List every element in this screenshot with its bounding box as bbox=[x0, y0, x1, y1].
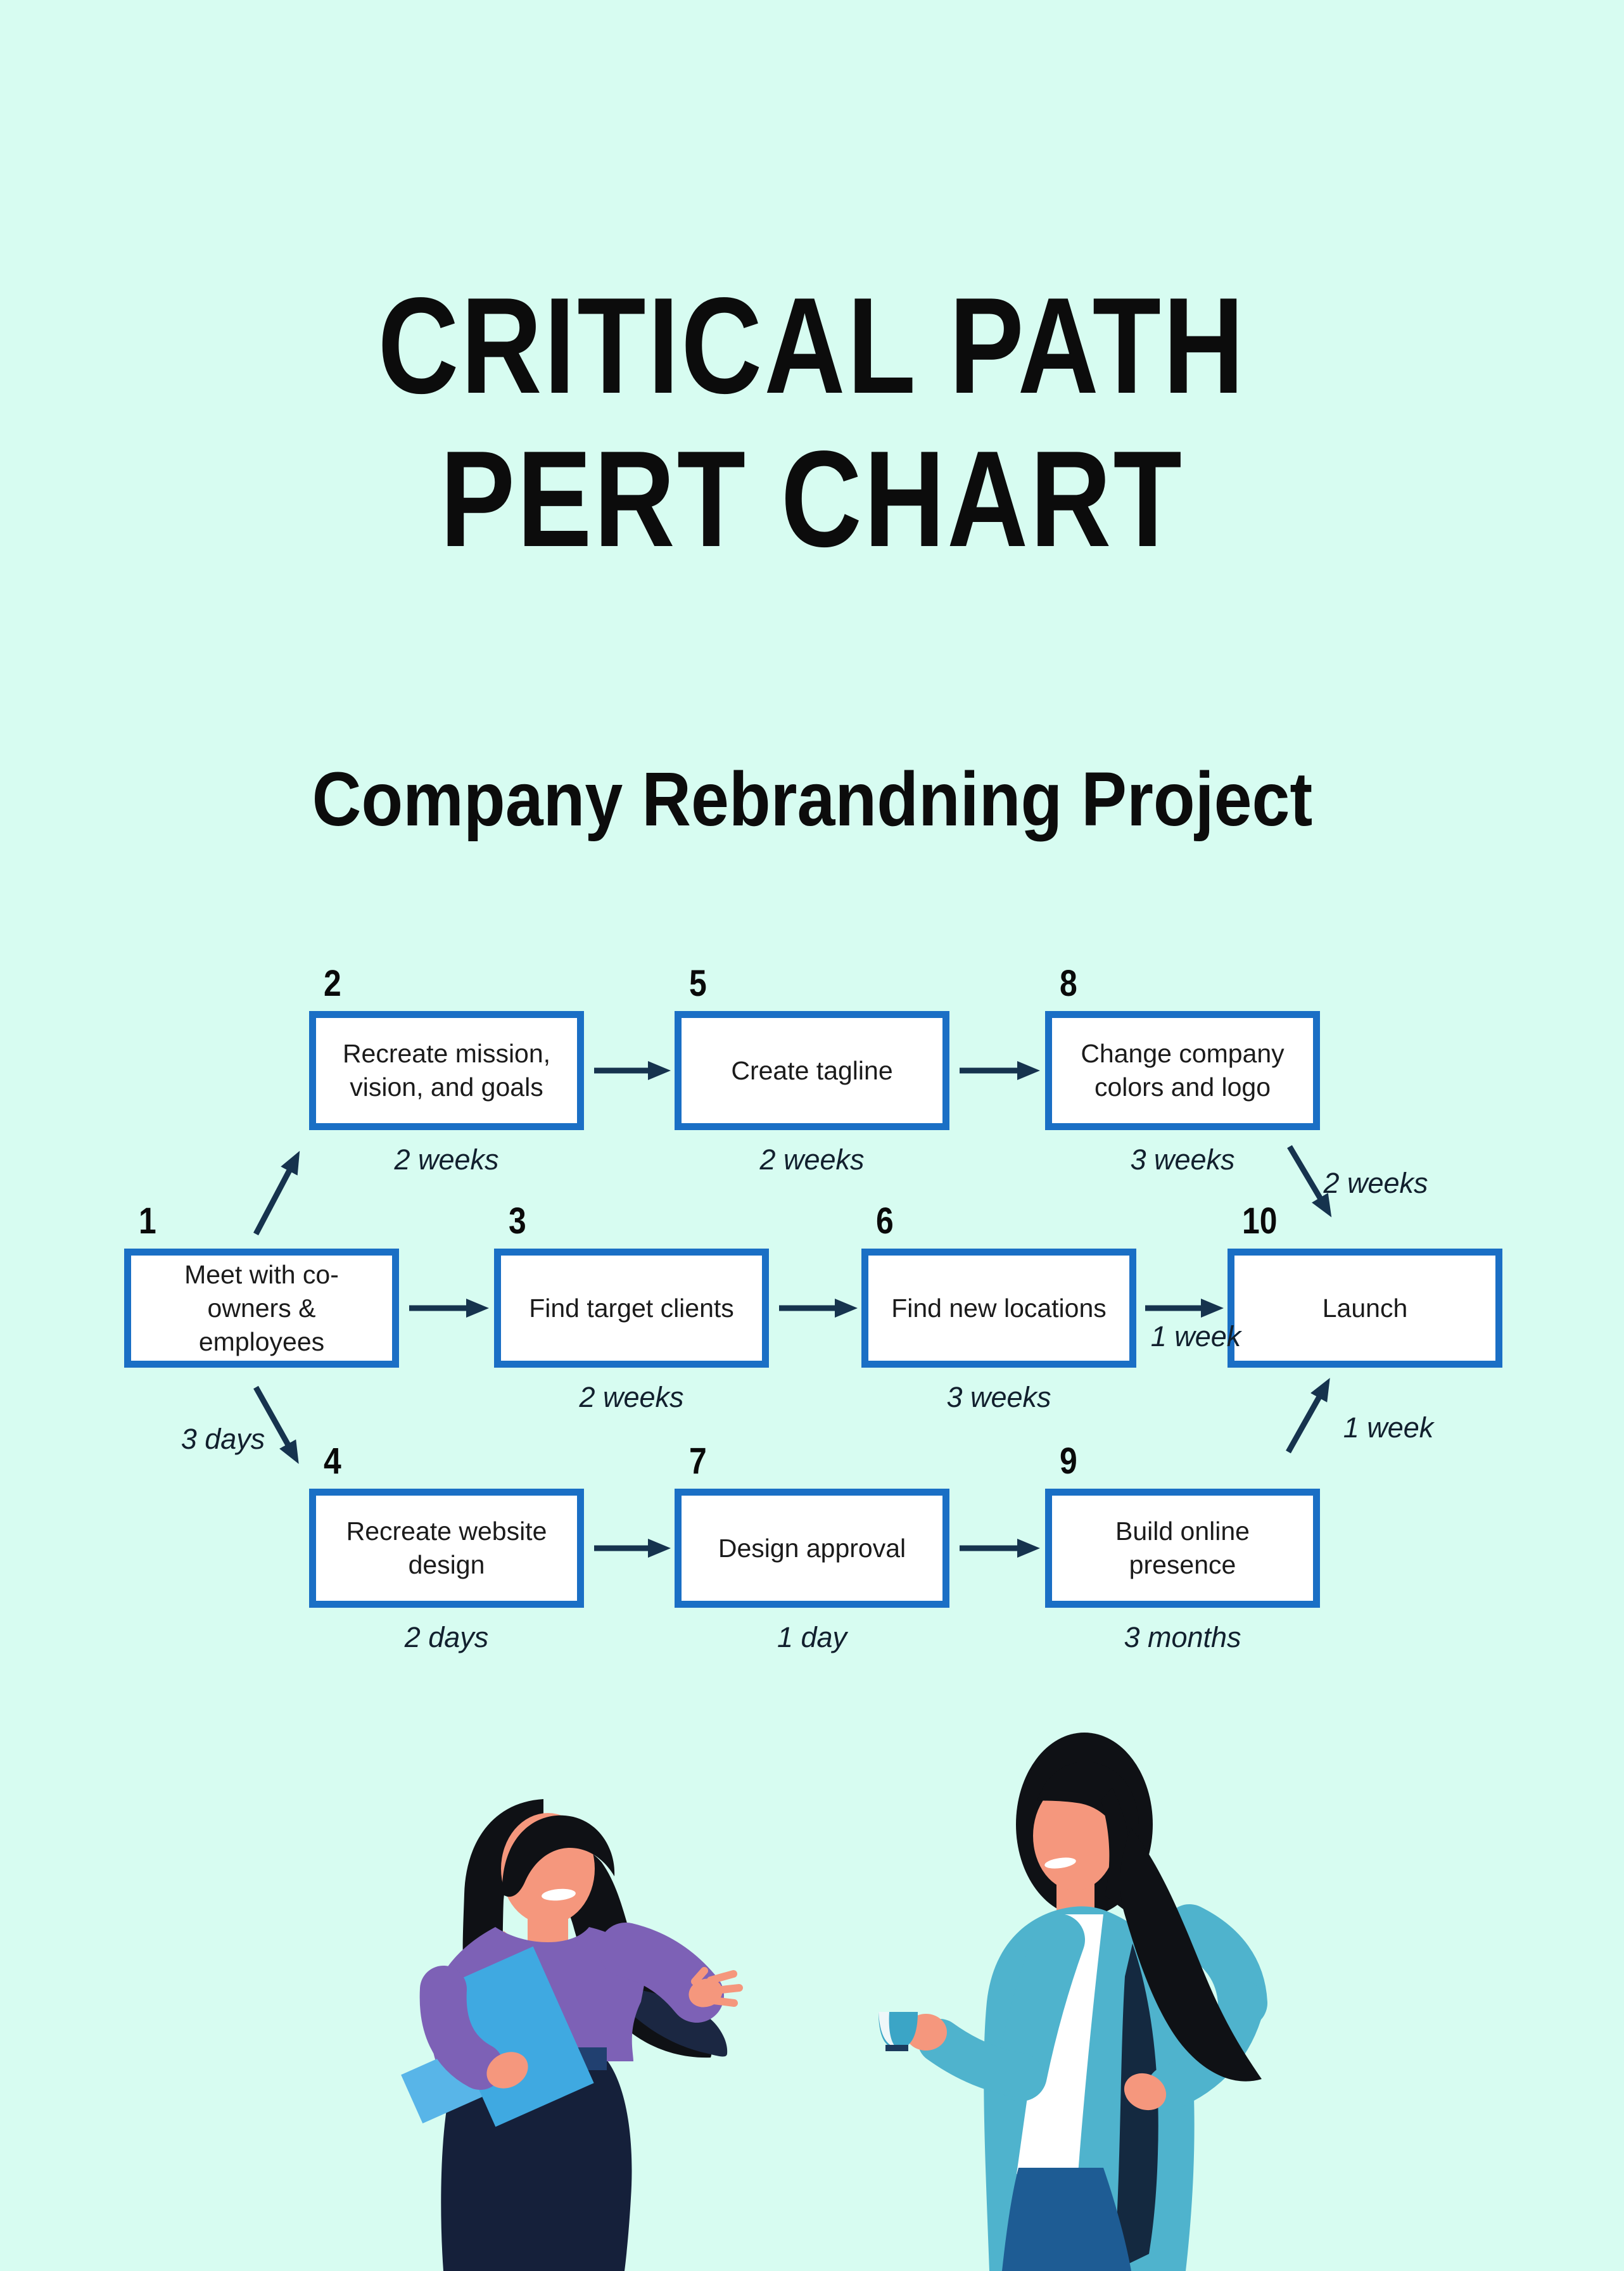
node-label-5: Create tagline bbox=[731, 1055, 893, 1085]
pert-node-5: 5 Create tagline 2 weeks bbox=[675, 963, 949, 1176]
right-woman-arm-cup-fore bbox=[918, 2019, 1043, 2097]
pert-edges bbox=[253, 1061, 1332, 1558]
node-number-10: 10 bbox=[1242, 1200, 1278, 1242]
right-woman-hand-hip bbox=[1124, 2073, 1167, 2111]
node-label-6: Find new locations bbox=[891, 1293, 1107, 1323]
node-number-8: 8 bbox=[1060, 963, 1077, 1004]
node-number-2: 2 bbox=[324, 963, 341, 1004]
right-woman-smile bbox=[1044, 1857, 1076, 1869]
right-woman-inner-shadow bbox=[1113, 1943, 1158, 2271]
node-number-6: 6 bbox=[876, 1200, 894, 1242]
left-woman-fingers bbox=[691, 1967, 743, 2007]
node-number-7: 7 bbox=[689, 1441, 707, 1482]
pert-node-8: 8 Change company colors and logo 3 weeks bbox=[1045, 963, 1320, 1176]
node-number-1: 1 bbox=[139, 1200, 156, 1242]
node-label-2: Recreate mission, vision, and goals bbox=[342, 1039, 551, 1102]
node-duration-8: 3 weeks bbox=[1130, 1143, 1235, 1176]
left-woman-fringe bbox=[502, 1815, 615, 1897]
node-label-1: Meet with co- owners & employees bbox=[184, 1259, 339, 1356]
edge-label-1-4: 3 days bbox=[181, 1423, 265, 1455]
cup-base bbox=[885, 2045, 908, 2051]
right-woman-jeans bbox=[1002, 2168, 1131, 2271]
node-label-4: Recreate website design bbox=[346, 1517, 547, 1579]
edge-1-2 bbox=[253, 1150, 300, 1236]
pert-node-4: 4 Recreate website design 2 days bbox=[309, 1441, 584, 1653]
folder bbox=[435, 1946, 594, 2127]
page-subtitle-text: Company Rebrandning Project bbox=[312, 756, 1312, 842]
left-woman-arm-left bbox=[419, 1966, 504, 2090]
node-label-3: Find target clients bbox=[529, 1293, 734, 1323]
node-number-3: 3 bbox=[509, 1200, 526, 1242]
right-woman bbox=[879, 1733, 1267, 2271]
page-title-text: CRITICAL PATH PERT CHART bbox=[377, 269, 1247, 575]
left-woman-arm-gesture bbox=[599, 1923, 724, 2023]
right-woman-shirt bbox=[1017, 1914, 1103, 2174]
left-woman bbox=[401, 1799, 743, 2271]
node-number-5: 5 bbox=[689, 963, 707, 1004]
node-label-10: Launch bbox=[1322, 1293, 1408, 1323]
edge-label-6-10: 1 week bbox=[1150, 1320, 1241, 1352]
node-duration-4: 2 days bbox=[404, 1621, 489, 1653]
node-duration-3: 2 weeks bbox=[579, 1381, 684, 1413]
edge-1-4 bbox=[253, 1385, 299, 1464]
pert-node-9: 9 Build online presence 3 months bbox=[1045, 1441, 1320, 1653]
node-duration-7: 1 day bbox=[777, 1621, 847, 1653]
right-woman-hair-flow bbox=[1120, 1828, 1262, 2082]
node-number-4: 4 bbox=[324, 1441, 341, 1482]
node-number-9: 9 bbox=[1060, 1441, 1077, 1482]
node-duration-9: 3 months bbox=[1124, 1621, 1241, 1653]
right-woman-fringe bbox=[1037, 1761, 1139, 1870]
page-title: CRITICAL PATH PERT CHART bbox=[0, 269, 1624, 575]
pert-node-2: 2 Recreate mission, vision, and goals 2 … bbox=[309, 963, 584, 1176]
two-women-talking-illustration bbox=[401, 1733, 1267, 2271]
left-woman-smile bbox=[542, 1888, 576, 1901]
node-label-9: Build online presence bbox=[1115, 1517, 1250, 1579]
edge-label-8-10: 2 weeks bbox=[1323, 1167, 1428, 1199]
node-label-7: Design approval bbox=[718, 1533, 906, 1563]
page-subtitle: Company Rebrandning Project bbox=[0, 758, 1624, 840]
pert-node-3: 3 Find target clients 2 weeks bbox=[494, 1200, 769, 1413]
edge-8-10 bbox=[1287, 1145, 1332, 1218]
node-duration-2: 2 weeks bbox=[394, 1143, 499, 1176]
left-woman-hand-folder bbox=[486, 2052, 528, 2089]
edge-9-10 bbox=[1286, 1378, 1330, 1454]
cup-stripe bbox=[879, 2012, 896, 2047]
pert-node-10: 10 Launch bbox=[1228, 1200, 1502, 1368]
pert-node-6: 6 Find new locations 3 weeks bbox=[861, 1200, 1136, 1413]
node-duration-5: 2 weeks bbox=[759, 1143, 865, 1176]
pert-node-7: 7 Design approval 1 day bbox=[675, 1441, 949, 1653]
node-duration-6: 3 weeks bbox=[946, 1381, 1051, 1413]
node-label-8: Change company colors and logo bbox=[1081, 1039, 1285, 1102]
pert-node-1: 1 Meet with co- owners & employees bbox=[124, 1200, 399, 1368]
edge-label-9-10: 1 week bbox=[1343, 1411, 1434, 1444]
